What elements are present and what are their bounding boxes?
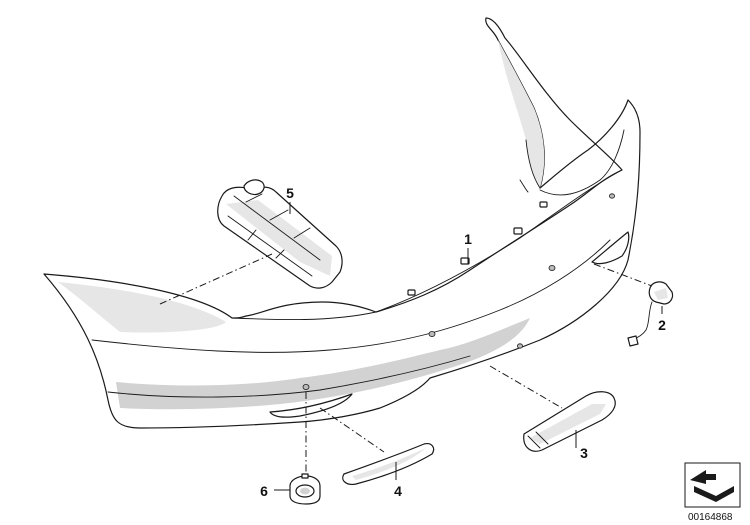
callout-4: 4 <box>394 483 402 499</box>
callout-2: 2 <box>658 317 666 333</box>
rear-bumper-panel <box>43 17 641 429</box>
callout-3: 3 <box>580 445 588 461</box>
orientation-arrow-icon <box>684 462 741 508</box>
reflector-strip <box>523 391 616 452</box>
lower-trim-strip <box>342 443 435 485</box>
reference-number: 00164868 <box>688 512 733 523</box>
callout-5: 5 <box>286 185 294 201</box>
bracket-carrier <box>217 179 343 289</box>
placement-lines <box>159 253 653 474</box>
callout-6: 6 <box>260 483 268 499</box>
callout-1: 1 <box>464 231 472 247</box>
tow-hook-cover <box>627 281 674 347</box>
callout-leaders <box>274 202 663 491</box>
parking-sensor <box>289 473 321 505</box>
